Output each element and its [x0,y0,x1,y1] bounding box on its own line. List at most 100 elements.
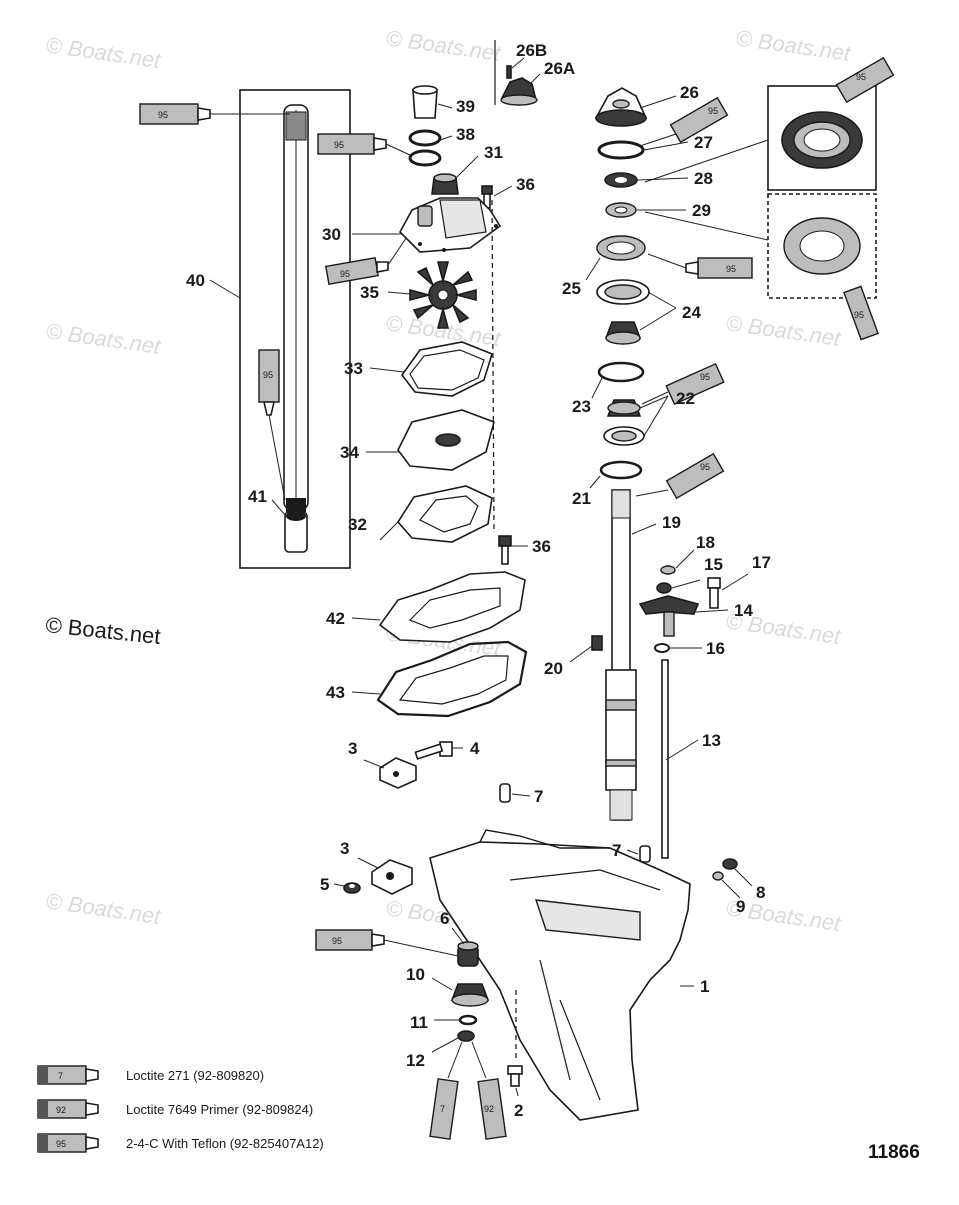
callout-16: 16 [706,639,725,658]
tube-leader [268,414,286,501]
dowel-pin-7b [639,845,651,863]
callout-28: 28 [694,169,713,188]
callout-36: 36 [516,175,535,194]
tube-label: 7 [440,1104,445,1114]
watermark: © Boats.net [724,310,843,351]
callout-15: 15 [704,555,723,574]
gearcase-housing [429,829,691,1121]
callout-29: 29 [692,201,711,220]
washer-18 [660,565,676,575]
callout-22: 22 [676,389,695,408]
pump-screw-lower [498,535,512,565]
tube-nozzle [262,401,276,416]
svg-text:92: 92 [56,1105,66,1115]
water-pump-assembly [376,85,528,718]
callout-2: 2 [514,1101,523,1120]
loctite-tube-7: 7 [429,1041,463,1140]
grease-tube-95-f: 95 [647,253,753,279]
grease-tube-95-j: 95 [315,929,459,957]
callout-31: 31 [484,143,503,162]
seal-detail-views [644,85,877,299]
anode-bolt-4 [414,741,453,760]
callout-19: 19 [662,513,681,532]
copyright-notice: © Boats.net [44,612,161,649]
impeller [409,261,477,329]
tube-body [665,452,725,500]
callout-33: 33 [344,359,363,378]
legend-text-95: 2-4-C With Teflon (92-825407A12) [126,1136,324,1151]
small-pin-26b [506,65,512,79]
tube-body [315,929,373,951]
drive-shaft-lower [605,669,637,791]
grease-tube-95-a: 95 [139,103,290,125]
watermark: © Boats.net [44,888,163,929]
callout-32: 32 [348,515,367,534]
shift-link-14 [638,595,700,615]
shim-23 [597,361,645,383]
sleeve-top [412,85,438,95]
coupler-bore [286,511,306,521]
grease-tube-95-g: 95 [843,285,879,341]
callout-42: 42 [326,609,345,628]
drive-shaft-bearing-stack [591,87,650,821]
watermark: © Boats.net [384,25,503,66]
callout-8: 8 [756,883,765,902]
tube-body [429,1078,459,1140]
tube-nozzle [373,137,387,151]
nut-15 [656,582,672,594]
callout-13: 13 [702,731,721,750]
legend: 7 Loctite 271 (92-809820) 92 Loctite 764… [37,1065,324,1153]
callout-25: 25 [562,279,581,298]
callout-26a: 26A [544,59,575,78]
callout-3: 3 [340,839,349,858]
tube-label: 95 [263,370,273,380]
drain-screw-2 [507,1065,523,1087]
callout-40: 40 [186,271,205,290]
shift-components [638,565,721,859]
callout-23: 23 [572,397,591,416]
callout-30: 30 [322,225,341,244]
watermark: © Boats.net [734,25,853,66]
callout-41: 41 [248,487,267,506]
callout-10: 10 [406,965,425,984]
pump-base-plate [378,571,526,643]
callout-7: 7 [612,841,621,860]
nut-8 [722,858,738,870]
callout-39: 39 [456,97,475,116]
callout-11: 11 [410,1013,428,1032]
grease-tube-95-d: 95 [835,56,895,104]
pump-screw-upper [481,185,493,209]
tube-nozzle [197,107,211,121]
tube-body [477,1078,507,1140]
tube-label: 95 [708,106,718,116]
callout-34: 34 [340,443,359,462]
watermarks: © Boats.net © Boats.net © Boats.net © Bo… [44,25,853,936]
washer-9 [712,871,724,881]
loctite-tube-92: 92 [471,1041,507,1140]
callout-27: 27 [694,133,713,152]
tube-body [665,362,725,406]
gearcase-outline [429,841,691,1121]
nut-5 [343,882,361,894]
watermark: © Boats.net [44,32,163,73]
screw-17 [707,577,721,609]
tube-label: 95 [332,936,342,946]
tube-body [317,133,375,155]
watermark: © Boats.net [44,318,163,359]
svg-text:7: 7 [58,1071,63,1081]
tube-label: 95 [854,310,864,320]
drawing-number: 11866 [868,1142,920,1163]
tube-body [697,257,753,279]
pinion-gear-parts [450,941,523,1087]
detail-box-upper [767,85,877,191]
tube-body [669,96,729,144]
callout-26: 26 [680,83,699,102]
tube-body [139,103,199,125]
driveshaft-kit: 95 [239,89,351,569]
seal-cap-26a [494,40,538,106]
callout-labels: 1 2 3 3 4 5 6 7 7 8 9 10 11 12 13 14 15 … [186,41,771,1120]
base-gasket [376,640,528,718]
callout-14: 14 [734,601,753,620]
callout-43: 43 [326,683,345,702]
tube-label: 95 [334,140,344,150]
